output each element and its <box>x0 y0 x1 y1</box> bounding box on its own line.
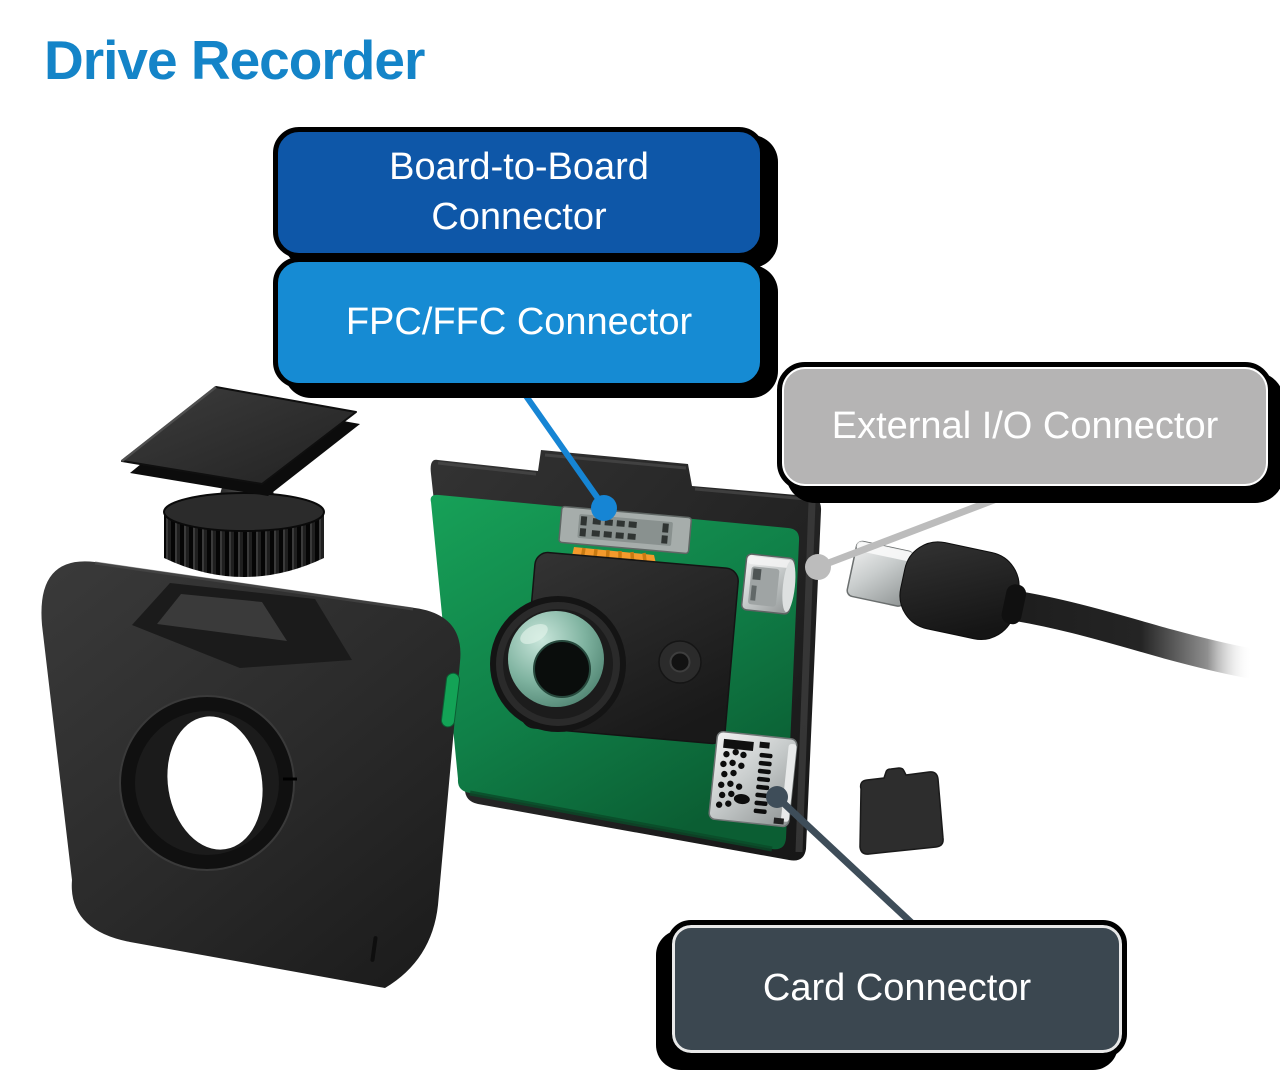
card-connector-socket <box>708 731 798 828</box>
lens-opening <box>119 695 297 871</box>
cable-cord <box>989 589 1263 678</box>
usb-plug-body <box>899 541 1020 640</box>
windshield-mount <box>121 386 360 668</box>
housing-seam <box>370 936 378 962</box>
callout-label: External I/O Connector <box>831 404 1219 447</box>
usb-cable <box>846 540 1263 678</box>
callout-label: FPC/FFC Connector <box>345 300 693 343</box>
leader-line-external-io <box>805 483 1030 580</box>
callout-board-to-board-connector: Board-to-Board Connector <box>273 127 765 258</box>
side-slot-pcb-visible <box>440 672 460 728</box>
fpc-ffc-connector <box>558 505 692 555</box>
knurled-knob <box>163 492 325 577</box>
callout-external-io-connector: External I/O Connector <box>777 362 1273 491</box>
microsd-card <box>859 767 944 855</box>
camera-housing <box>41 561 461 988</box>
callout-label: Card Connector <box>762 967 1032 1010</box>
callout-card-connector: Card Connector <box>667 920 1127 1058</box>
external-io-usb-connector <box>740 553 796 615</box>
leader-line-fpc-ffc <box>516 384 617 521</box>
camera-lens <box>490 596 626 732</box>
callout-label: Board-to-Board Connector <box>389 146 649 238</box>
callout-fpc-ffc-connector: FPC/FFC Connector <box>273 257 765 388</box>
camera-module <box>490 551 739 745</box>
leader-line-card <box>766 786 919 930</box>
page-title: Drive Recorder <box>44 29 425 91</box>
adhesive-plate <box>121 386 360 496</box>
